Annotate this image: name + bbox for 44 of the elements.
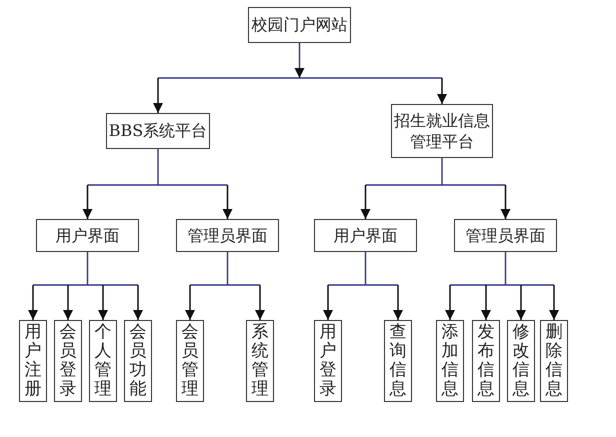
arrow <box>360 185 370 219</box>
function-box: 用户登录 <box>314 320 342 402</box>
module-box: 用户界面 <box>36 219 139 252</box>
arrow <box>516 285 526 320</box>
module-box: 管理员界面 <box>454 219 557 252</box>
connector <box>157 42 443 79</box>
arrow <box>28 285 38 320</box>
function-box: 查询信息 <box>384 320 412 402</box>
connector <box>449 251 555 286</box>
function-box: 删除信息 <box>540 320 568 402</box>
arrow <box>133 285 143 320</box>
connector <box>32 251 139 286</box>
arrow <box>63 285 73 320</box>
connector <box>327 251 399 286</box>
arrow <box>437 78 447 104</box>
platform-box: 招生就业信息管理平台 <box>391 104 493 158</box>
arrow <box>393 285 403 320</box>
arrow <box>549 285 559 320</box>
arrow <box>255 285 265 320</box>
arrow <box>481 285 491 320</box>
arrow <box>500 185 510 219</box>
arrow <box>185 285 195 320</box>
function-box: 会员管理 <box>176 320 204 402</box>
function-box: 用户注册 <box>19 320 47 402</box>
arrow <box>445 285 455 320</box>
arrow <box>323 285 333 320</box>
module-box: 管理员界面 <box>176 219 279 252</box>
connector <box>189 251 261 286</box>
arrow <box>222 185 232 219</box>
connector <box>364 157 506 186</box>
function-box: 会员登录 <box>54 320 82 402</box>
function-box: 修改信息 <box>507 320 535 402</box>
function-box: 会员功能 <box>124 320 152 402</box>
function-box: 个人管理 <box>89 320 117 402</box>
arrow <box>82 185 92 219</box>
arrow <box>153 78 163 113</box>
root-box: 校园门户网站 <box>248 7 351 43</box>
function-box: 添加信息 <box>436 320 464 402</box>
function-box: 发布信息 <box>472 320 500 402</box>
platform-box: BBS系统平台 <box>106 113 210 149</box>
connector <box>86 148 228 186</box>
module-box: 用户界面 <box>314 219 417 252</box>
function-box: 系统管理 <box>246 320 274 402</box>
arrow <box>98 285 108 320</box>
